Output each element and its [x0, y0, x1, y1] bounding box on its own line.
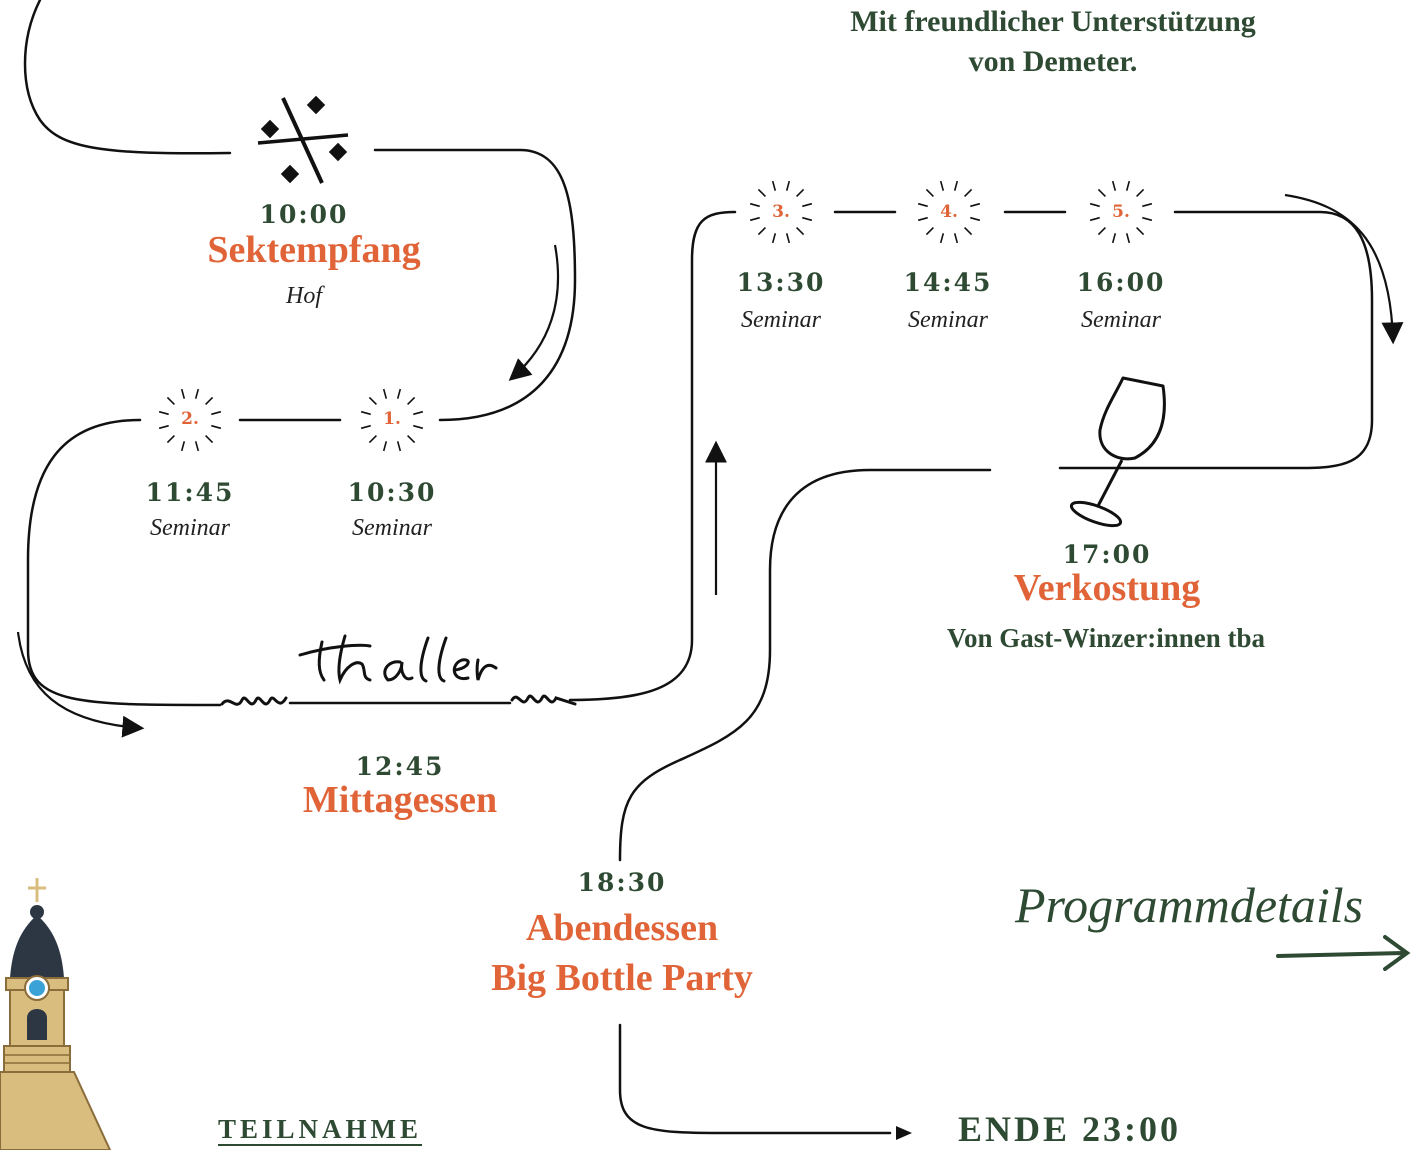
sektempfang-place: Hof — [286, 283, 322, 309]
abendessen-title-2: Big Bottle Party — [491, 957, 753, 999]
sektempfang-title: Sektempfang — [207, 229, 421, 271]
sponsor-line-1: Mit freundlicher Unterstützung — [850, 5, 1256, 38]
mittagessen-time: 12:45 — [355, 752, 445, 781]
abendessen-time: 18:30 — [577, 868, 667, 897]
verkostung-note: Von Gast-Winzer:innen tba — [946, 623, 1266, 653]
seminar-2-time: 11:45 — [145, 478, 235, 507]
participation-link[interactable]: TEILNAHME — [218, 1114, 423, 1144]
sponsor-line-2: von Demeter. — [968, 45, 1138, 78]
seminar-3-label: Seminar — [741, 307, 821, 333]
mittagessen-title: Mittagessen — [302, 779, 498, 821]
direction-arrows — [16, 193, 1404, 738]
seminar-2-label: Seminar — [150, 515, 230, 541]
seminar-4-time: 14:45 — [903, 268, 993, 297]
seminar-1-time: 10:30 — [347, 478, 437, 507]
verkostung-title: Verkostung — [1013, 567, 1201, 609]
verkostung-time: 17:00 — [1062, 540, 1152, 569]
sparkle-icon — [257, 95, 349, 184]
arrow-right-icon[interactable] — [1276, 935, 1411, 971]
wine-glass-icon — [1069, 376, 1166, 528]
starburst-icon — [749, 180, 813, 244]
seminar-4-badge: 4. — [940, 202, 958, 222]
starburst-icon — [360, 388, 424, 452]
seminar-1-badge: 1. — [383, 409, 401, 429]
sektempfang-time: 10:00 — [259, 200, 349, 229]
end-arrowhead — [896, 1126, 912, 1140]
program-details-link[interactable]: Programmdetails — [1015, 877, 1364, 933]
seminar-4-label: Seminar — [908, 307, 988, 333]
end-label: ENDE 23:00 — [958, 1109, 1182, 1149]
seminar-3-time: 13:30 — [736, 268, 826, 297]
starburst-icon — [158, 388, 222, 452]
seminar-5-label: Seminar — [1081, 307, 1161, 333]
starburst-icon — [917, 180, 981, 244]
starburst-icon — [1089, 180, 1153, 244]
timeline-path — [23, 0, 1374, 1135]
seminar-5-time: 16:00 — [1076, 268, 1166, 297]
seminar-1-label: Seminar — [352, 515, 432, 541]
abendessen-title-1: Abendessen — [525, 907, 719, 949]
seminar-3-badge: 3. — [772, 202, 790, 222]
thaller-logo — [220, 634, 577, 706]
seminar-5-badge: 5. — [1112, 202, 1130, 222]
seminar-2-badge: 2. — [181, 409, 199, 429]
church-tower-icon — [0, 878, 112, 1150]
starburst-group — [158, 180, 1153, 452]
